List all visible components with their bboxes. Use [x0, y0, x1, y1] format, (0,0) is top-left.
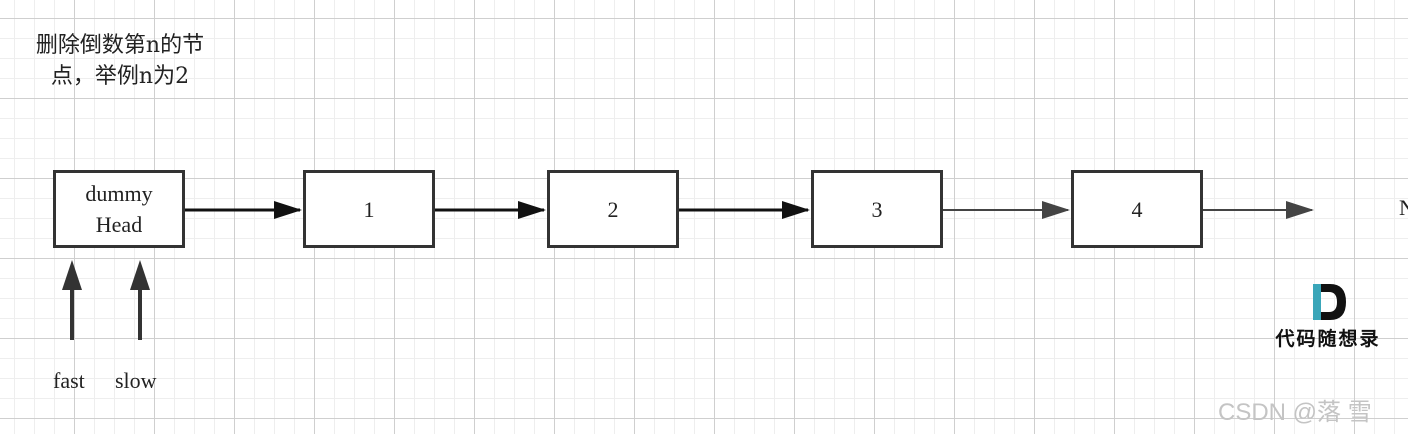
logo-d-icon	[1313, 284, 1346, 320]
node-1-label: 1	[363, 196, 375, 222]
arrowhead-slow-pointer	[130, 260, 150, 290]
arrowhead-fast-pointer	[62, 260, 82, 290]
watermark: CSDN @落 雪	[1218, 399, 1372, 426]
node-dummy-head-label: dummy Head	[85, 181, 153, 237]
arrowhead-2-to-3	[782, 201, 810, 219]
arrowhead-3-to-4	[1042, 201, 1070, 219]
arrowhead-1-to-2	[518, 201, 546, 219]
arrowhead-4-to-null	[1286, 201, 1314, 219]
node-3: 3	[811, 170, 943, 248]
fast-pointer-label: fast	[53, 368, 85, 393]
null-label: NULL	[1399, 195, 1408, 220]
slow-pointer-label: slow	[115, 368, 157, 393]
node-4: 4	[1071, 170, 1203, 248]
diagram-title: 删除倒数第n的节点，举例n为2	[35, 33, 205, 89]
arrowhead-head-to-1	[274, 201, 302, 219]
node-dummy-head: dummy Head	[53, 170, 185, 248]
node-3-label: 3	[871, 196, 883, 222]
node-2: 2	[547, 170, 679, 248]
node-2-label: 2	[607, 196, 619, 222]
node-1: 1	[303, 170, 435, 248]
node-4-label: 4	[1131, 196, 1143, 222]
logo-text: 代码随想录	[1275, 328, 1381, 350]
brand-logo: 代码随想录	[1266, 282, 1390, 352]
